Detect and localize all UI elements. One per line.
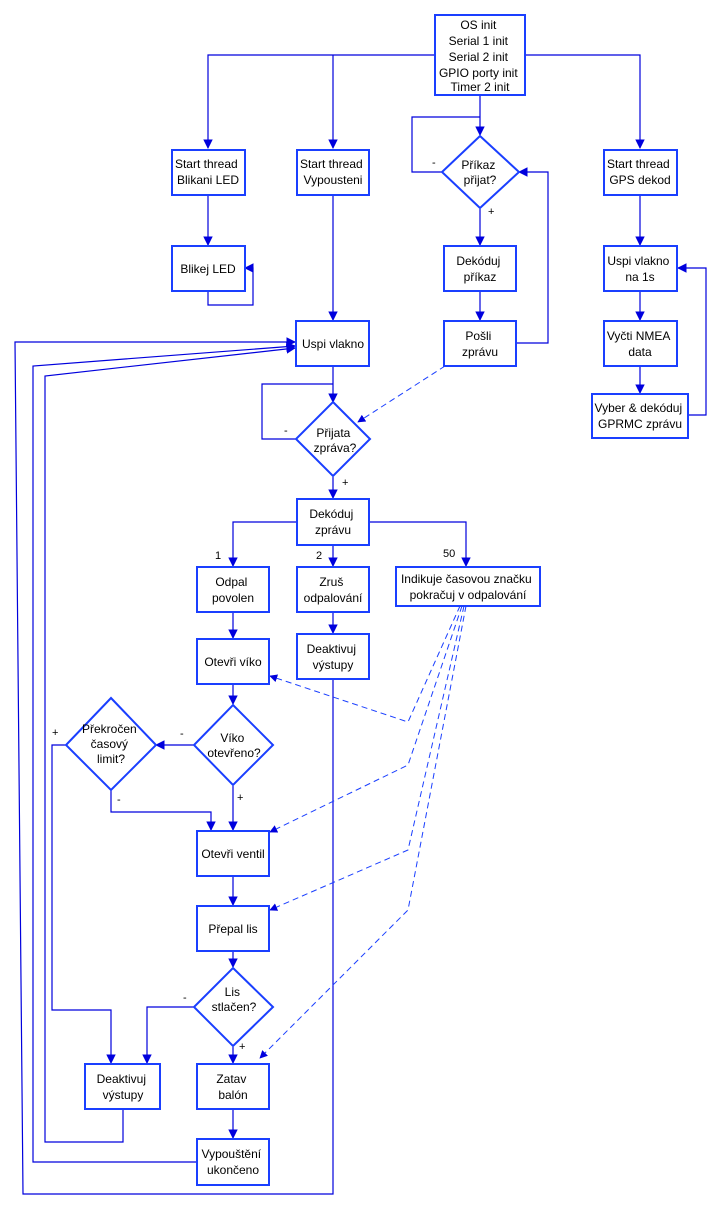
label-lis-yes: + (239, 1041, 245, 1053)
svg-text:Přijata zpráva?: Přijata zpráva? (314, 426, 357, 455)
svg-text:OS init Serial 1 init: OS init Serial 1 init Serial 2 init GPIO… (439, 18, 521, 94)
node-dekoduj-zpravu: Dekóduj zprávu (296, 498, 370, 546)
label-prijata-yes: + (342, 477, 348, 489)
svg-text:Otevři víko: Otevři víko (204, 655, 262, 669)
svg-text:Start thread Vypousteni: Start thread Vypousteni (300, 157, 366, 187)
node-uspi-1s: Uspi vlakno na 1s (603, 245, 678, 292)
node-prikaz-prijat: Příkaz přijat? (440, 134, 521, 210)
node-indikuje: Indikuje časovou značku pokračuj v odpal… (395, 566, 541, 607)
node-zatav-balon: Zatav balón (196, 1063, 270, 1110)
node-vyber-gprmc: Vyber & dekóduj GPRMC zprávu (591, 393, 689, 439)
edge-posli-loop (516, 167, 549, 344)
node-prepal-lis: Přepal lis (196, 905, 270, 952)
node-posli-zpravu: Pošli zprávu (443, 320, 517, 367)
node-deaktivuj-vystupy-1: Deaktivuj výstupy (296, 633, 370, 680)
label-prijata-no: - (284, 425, 288, 437)
edges (14, 54, 707, 1195)
label-viko-yes: + (237, 792, 243, 804)
edge-prikaz-no-loop (411, 116, 480, 173)
svg-text:Víko otevřeno?: Víko otevřeno? (207, 731, 261, 760)
edge-indikuje-to-zatav-dashed (259, 605, 467, 1059)
svg-text:Indikuje časovou značku: Indikuje časovou značku pokračuj v odpal… (401, 572, 535, 602)
edge-limit-yes (51, 744, 116, 1064)
svg-text:Blikej LED: Blikej LED (180, 262, 236, 276)
node-viko-otevreno: Víko otevřeno? (192, 703, 275, 787)
node-otevri-ventil: Otevři ventil (196, 830, 270, 877)
svg-text:Přepal lis: Přepal lis (208, 922, 257, 936)
svg-text:Deaktivuj výstupy: Deaktivuj výstupy (307, 642, 360, 672)
node-prijata-zprava: Přijata zpráva? (294, 400, 372, 478)
node-otevri-viko: Otevři víko (196, 638, 270, 685)
svg-text:Vyčti NMEA data: Vyčti NMEA data (607, 329, 673, 359)
label-prikaz-no: - (432, 157, 436, 169)
node-dekoduj-prikaz: Dekóduj příkaz (443, 245, 517, 292)
svg-text:Start thread Blikani LED: Start thread Blikani LED (175, 157, 241, 187)
edge-prijata-no-loop (261, 383, 333, 440)
svg-text:Uspi vlakno: Uspi vlakno (302, 337, 364, 351)
svg-text:Uspi vlakno na 1s: Uspi vlakno na 1s (607, 254, 672, 284)
label-prikaz-yes: + (488, 206, 494, 218)
label-branch-50: 50 (443, 548, 455, 560)
node-start-gps: Start thread GPS dekod (603, 149, 678, 196)
label-limit-yes: + (52, 727, 58, 739)
edge-ukonceno-return (32, 341, 296, 1163)
label-branch-2: 2 (316, 550, 322, 562)
svg-text:Příkaz přijat?: Příkaz přijat? (461, 158, 498, 187)
edge-init-to-blikani (203, 54, 435, 149)
node-start-blikani: Start thread Blikani LED (171, 149, 246, 196)
label-limit-no: - (117, 794, 121, 806)
edge-indikuje-to-prepal-dashed (269, 605, 465, 911)
svg-text:Deaktivuj výstupy: Deaktivuj výstupy (97, 1072, 150, 1102)
edge-deaktivuj1-return (14, 337, 334, 1195)
node-init: OS init Serial 1 init Serial 2 init GPIO… (434, 14, 526, 96)
node-odpal-povolen: Odpal povolen (196, 566, 270, 613)
svg-text:Zruš odpalování: Zruš odpalování (304, 575, 363, 605)
edge-indikuje-to-viko-dashed (269, 605, 461, 723)
node-lis-stlacen: Lis stlačen? (192, 966, 275, 1048)
edge-init-to-gps (525, 54, 645, 149)
svg-text:Zatav balón: Zatav balón (216, 1072, 249, 1102)
svg-text:Start thread GPS dekod: Start thread GPS dekod (607, 157, 673, 187)
label-branch-1: 1 (215, 550, 221, 562)
edge-vyber-loop (677, 263, 707, 416)
edge-blikej-loop (207, 263, 254, 306)
edge-branch-50 (369, 521, 471, 567)
edge-limit-no (110, 790, 216, 831)
edge-labels: - + - + 1 2 50 - + + - - + (52, 157, 494, 1053)
node-prekrocen-limit: Překročen časový limit? (64, 696, 158, 792)
svg-text:Překročen časový l: Překročen časový limit? (82, 722, 140, 766)
node-deaktivuj-vystupy-2: Deaktivuj výstupy (84, 1063, 161, 1110)
node-uspi-vlakno: Uspi vlakno (295, 320, 370, 367)
node-vycti-nmea: Vyčti NMEA data (603, 320, 678, 367)
svg-text:Lis stlačen?: Lis stlačen? (212, 985, 257, 1014)
svg-text:Vypouštění ukončeno: Vypouštění ukončeno (202, 1147, 265, 1177)
node-blikej-led: Blikej LED (171, 245, 246, 292)
label-viko-no: - (180, 728, 184, 740)
svg-text:Dekóduj zprávu: Dekóduj zprávu (309, 507, 356, 537)
node-zrus-odpalovani: Zruš odpalování (296, 566, 370, 613)
label-lis-no: - (183, 992, 187, 1004)
svg-text:Dekóduj příkaz: Dekóduj příkaz (456, 254, 503, 284)
edge-indikuje-to-ventil-dashed (269, 605, 463, 833)
node-vypousteni-ukonceno: Vypouštění ukončeno (196, 1138, 270, 1186)
edge-lis-no (142, 1006, 194, 1064)
svg-text:Odpal povolen: Odpal povolen (212, 575, 254, 605)
svg-text:Otevři ventil: Otevři ventil (201, 847, 264, 861)
svg-text:Vyber & dekóduj GPRMC zp: Vyber & dekóduj GPRMC zprávu (595, 401, 686, 431)
edge-branch-1 (228, 521, 297, 567)
edge-posli-to-prijata-dashed (357, 365, 446, 423)
edge-deaktivuj2-return (44, 344, 296, 1143)
svg-text:Pošli zprávu: Pošli zprávu (462, 329, 498, 359)
node-start-vypousteni: Start thread Vypousteni (296, 149, 370, 196)
